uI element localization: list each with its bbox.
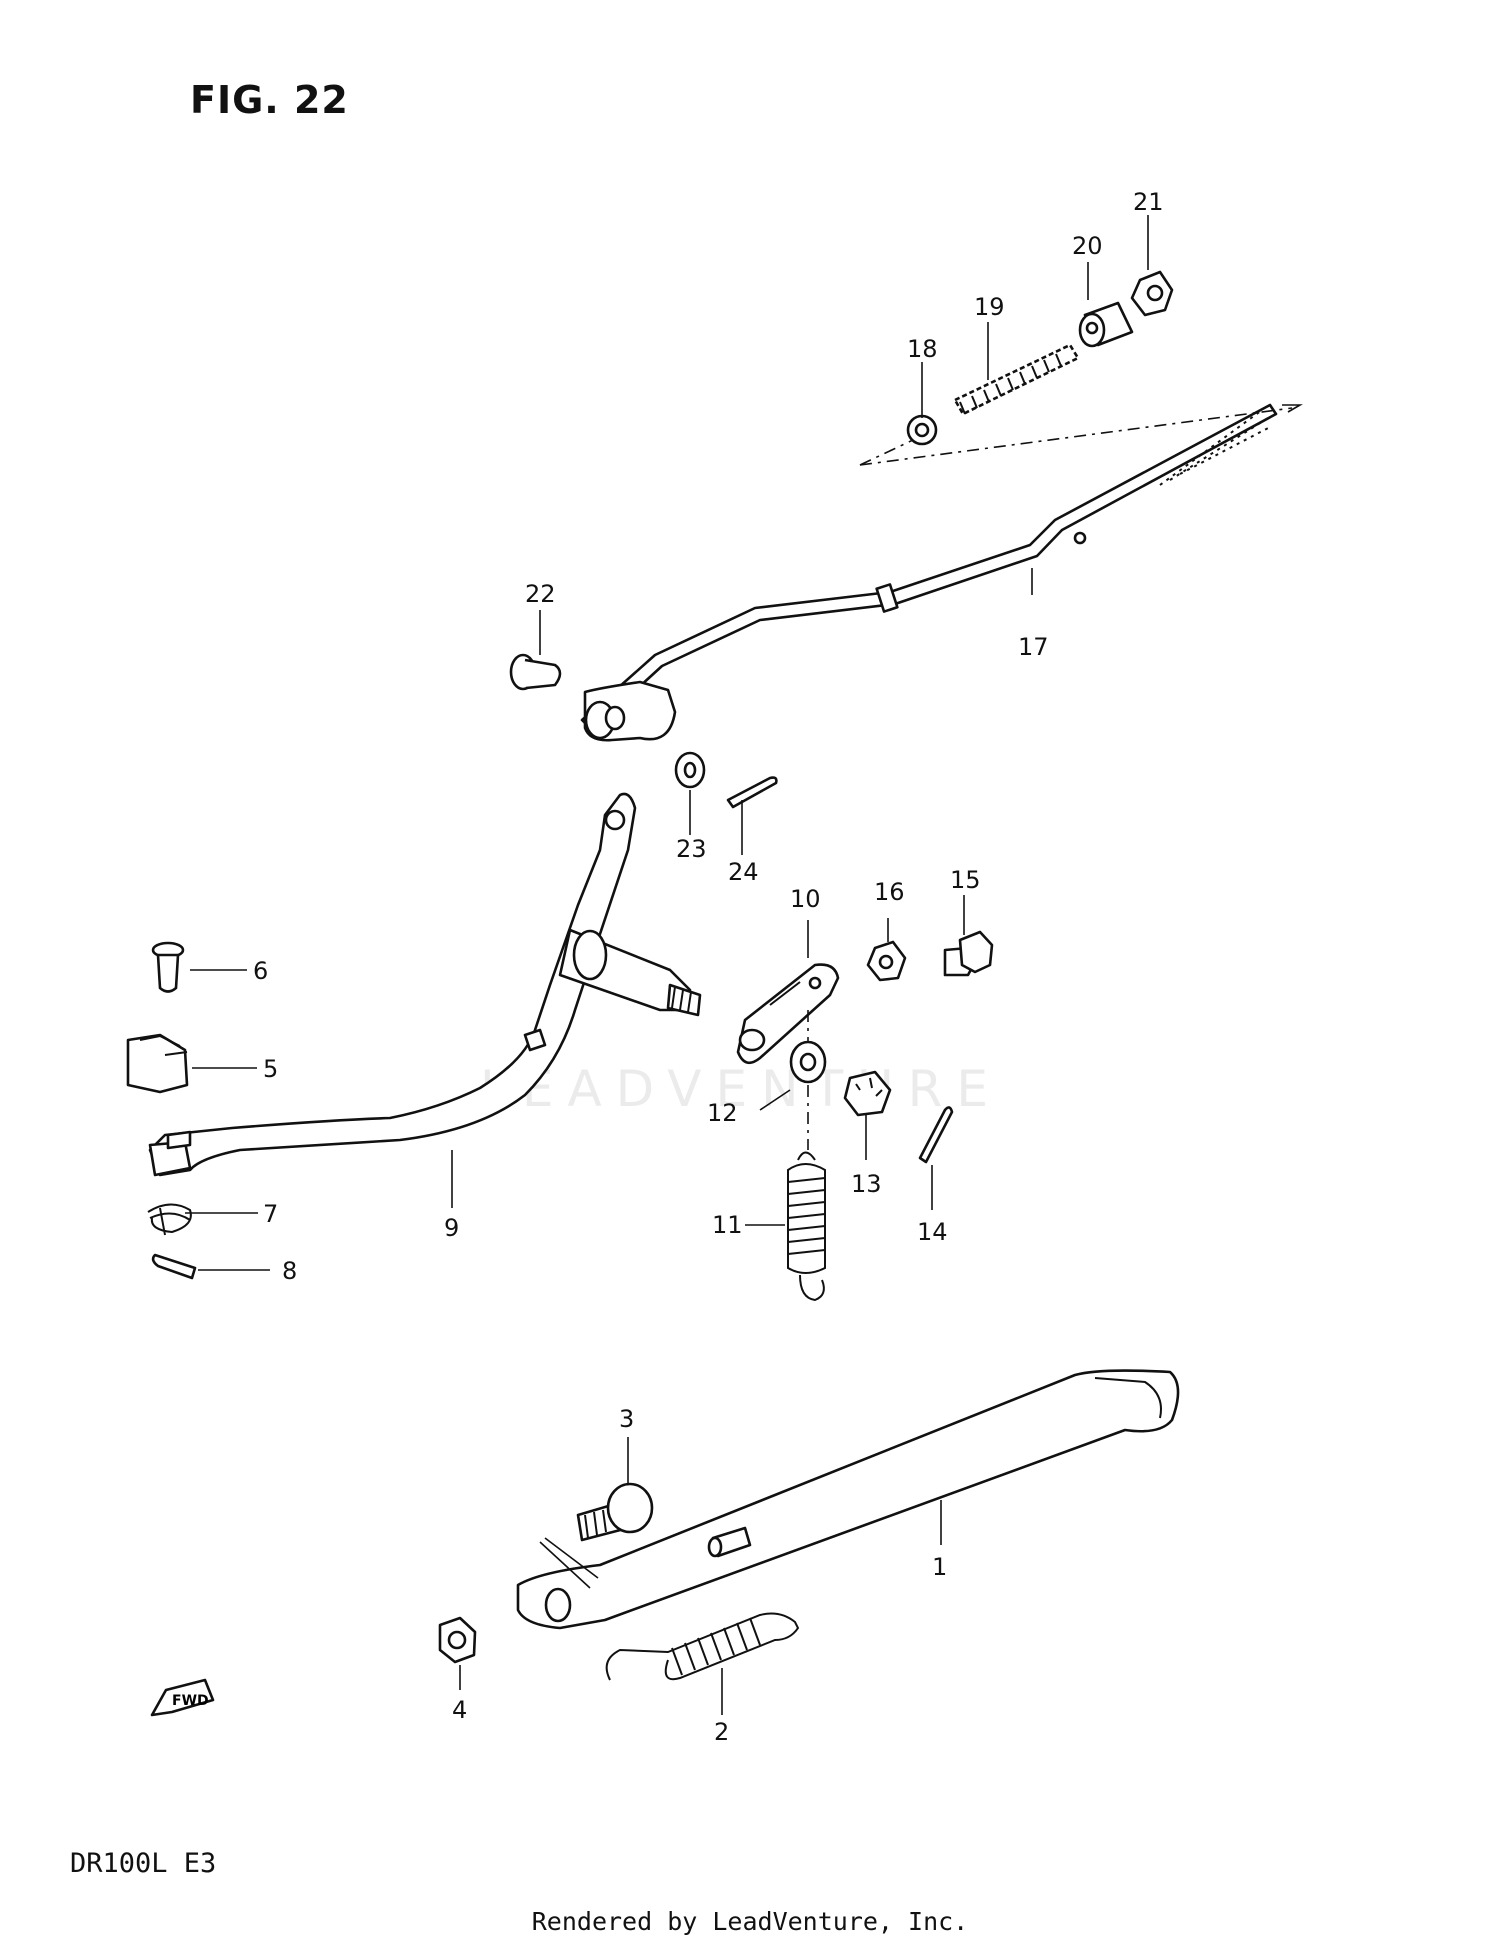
part-10-lever-plate[interactable] [736,963,840,1065]
assembly-line-18 [859,407,1293,466]
callout-6: 6 [253,957,268,985]
part-2-stand-spring[interactable] [605,1612,800,1681]
part-17-brake-rod[interactable] [580,403,1278,742]
fwd-label: FWD [172,1693,209,1709]
watermark: LEADVENTURE [480,1060,1002,1118]
part-13-castle-nut[interactable] [843,1070,892,1117]
callout-10: 10 [790,885,821,913]
assembly-line-18b [859,439,914,466]
callout-22: 22 [525,580,556,608]
part-16-nut[interactable] [866,940,907,982]
part-11-return-spring[interactable] [787,1151,826,1302]
callout-14: 14 [917,1218,948,1246]
callout-2: 2 [714,1718,729,1746]
callout-numbers: 1 2 3 4 5 6 7 8 9 10 11 12 13 14 15 16 1… [253,188,1164,1746]
part-5-clamp[interactable] [126,1033,189,1094]
part-21-wing-nut[interactable] [1130,270,1174,317]
part-24-cotter-pin[interactable] [726,776,778,809]
leader-lines [185,215,1149,1715]
callout-13: 13 [851,1170,882,1198]
part-3-pivot-bolt[interactable] [576,1482,654,1542]
callout-21: 21 [1133,188,1164,216]
callout-4: 4 [452,1696,467,1724]
callout-15: 15 [950,866,981,894]
callout-7: 7 [263,1200,278,1228]
part-1-side-stand[interactable] [516,1369,1180,1630]
fwd-arrow-icon: FWD [150,1678,215,1717]
callout-1: 1 [932,1553,947,1581]
callout-17: 17 [1018,633,1049,661]
callout-23: 23 [676,835,707,863]
callout-11: 11 [712,1211,743,1239]
callout-18: 18 [907,335,938,363]
part-19-spring[interactable] [953,343,1080,416]
figure-title: FIG. 22 [190,78,349,122]
assembly-line-3 [539,1537,599,1589]
callout-8: 8 [282,1257,297,1285]
part-22-clevis-pin[interactable] [509,653,562,691]
callout-24: 24 [728,858,759,886]
part-15-bolt[interactable] [943,930,994,977]
callout-5: 5 [263,1055,278,1083]
render-credit: Rendered by LeadVenture, Inc. [531,1907,969,1936]
fwd-arrowhead [1282,404,1303,413]
part-9-brake-pedal[interactable] [148,792,702,1177]
part-12-washer[interactable] [789,1040,827,1084]
callout-3: 3 [619,1405,634,1433]
part-14-cotter-pin[interactable] [918,1106,954,1164]
callout-9: 9 [444,1214,459,1242]
part-23-washer[interactable] [674,751,706,789]
part-8-cotter-pin[interactable] [151,1253,197,1280]
model-code: DR100L E3 [70,1848,217,1879]
part-7-torsion-spring[interactable] [147,1203,192,1236]
callout-19: 19 [974,293,1005,321]
part-6-bolt[interactable] [151,941,185,993]
callout-20: 20 [1072,232,1103,260]
part-18-washer[interactable] [906,414,938,446]
callout-16: 16 [874,878,905,906]
callout-12: 12 [707,1099,738,1127]
part-20-joint[interactable] [1078,301,1134,348]
part-4-nut[interactable] [438,1616,477,1664]
